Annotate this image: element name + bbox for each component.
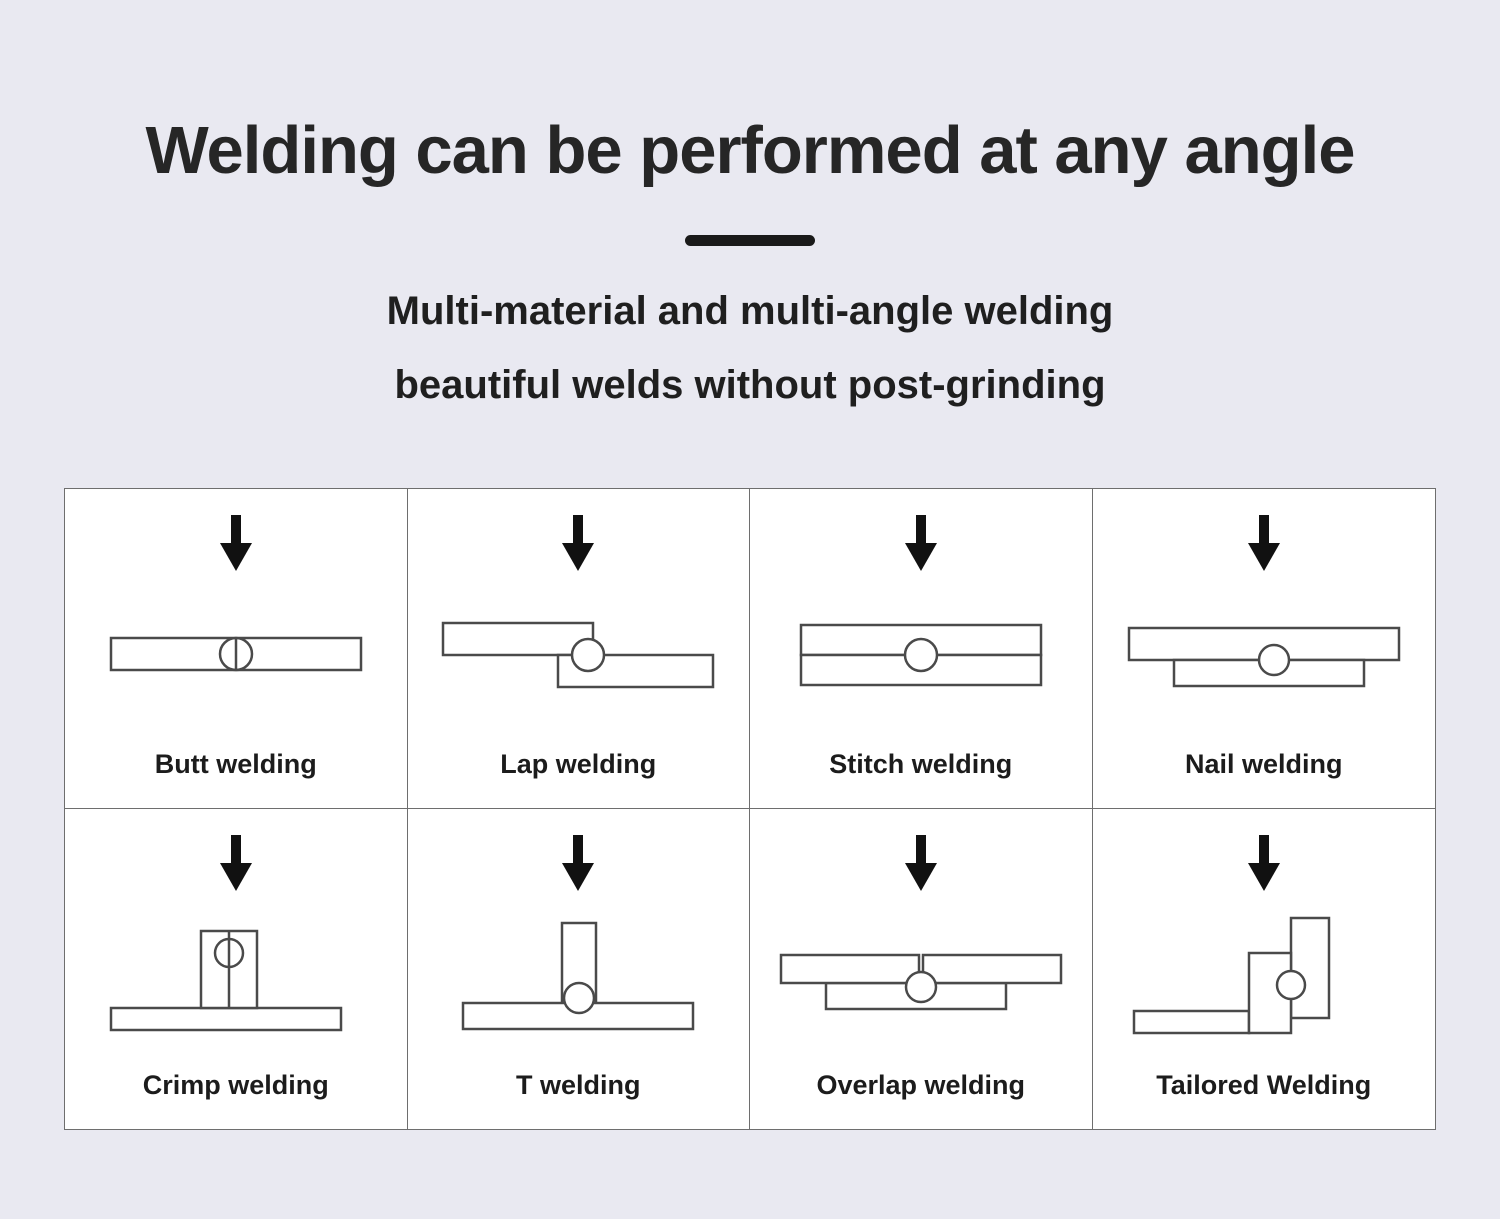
title-divider bbox=[685, 235, 815, 246]
cell-lap-welding: Lap welding bbox=[407, 489, 750, 809]
t-welding-diagram bbox=[462, 921, 695, 1031]
welding-type-label: Crimp welding bbox=[142, 1070, 329, 1100]
lap-welding-diagram bbox=[442, 621, 715, 689]
stitch-welding-diagram bbox=[799, 623, 1042, 687]
down-arrow-icon bbox=[1247, 515, 1280, 571]
crimp-welding-diagram bbox=[109, 929, 342, 1032]
down-arrow-icon bbox=[219, 835, 252, 891]
nail-welding-diagram bbox=[1127, 626, 1400, 688]
down-arrow-icon bbox=[904, 515, 937, 571]
subtitle-line-2: beautiful welds without post-grinding bbox=[394, 363, 1106, 407]
welding-type-label: Nail welding bbox=[1184, 749, 1343, 779]
cell-nail-welding: Nail welding bbox=[1092, 489, 1435, 809]
down-arrow-icon bbox=[219, 515, 252, 571]
welding-type-label: Butt welding bbox=[154, 749, 317, 779]
cell-stitch-welding: Stitch welding bbox=[750, 489, 1093, 809]
welding-types-grid: Butt welding Lap welding bbox=[64, 488, 1436, 1130]
welding-type-label: Overlap welding bbox=[816, 1070, 1026, 1100]
welding-type-label: Lap welding bbox=[500, 749, 657, 779]
down-arrow-icon bbox=[904, 835, 937, 891]
tailored-welding-diagram bbox=[1132, 916, 1330, 1035]
cell-tailored-welding: Tailored Welding bbox=[1092, 809, 1435, 1129]
page-title: Welding can be performed at any angle bbox=[145, 113, 1356, 188]
welding-type-label: Tailored Welding bbox=[1156, 1070, 1372, 1100]
welding-type-label: Stitch welding bbox=[829, 749, 1013, 779]
down-arrow-icon bbox=[562, 515, 595, 571]
cell-butt-welding: Butt welding bbox=[65, 489, 408, 809]
overlap-welding-diagram bbox=[779, 953, 1062, 1011]
cell-overlap-welding: Overlap welding bbox=[750, 809, 1093, 1129]
cell-crimp-welding: Crimp welding bbox=[65, 809, 408, 1129]
subtitle-line-1: Multi-material and multi-angle welding bbox=[386, 289, 1114, 333]
butt-welding-diagram bbox=[109, 636, 362, 672]
down-arrow-icon bbox=[562, 835, 595, 891]
welding-type-label: T welding bbox=[516, 1070, 641, 1100]
cell-t-welding: T welding bbox=[407, 809, 750, 1129]
down-arrow-icon bbox=[1247, 835, 1280, 891]
